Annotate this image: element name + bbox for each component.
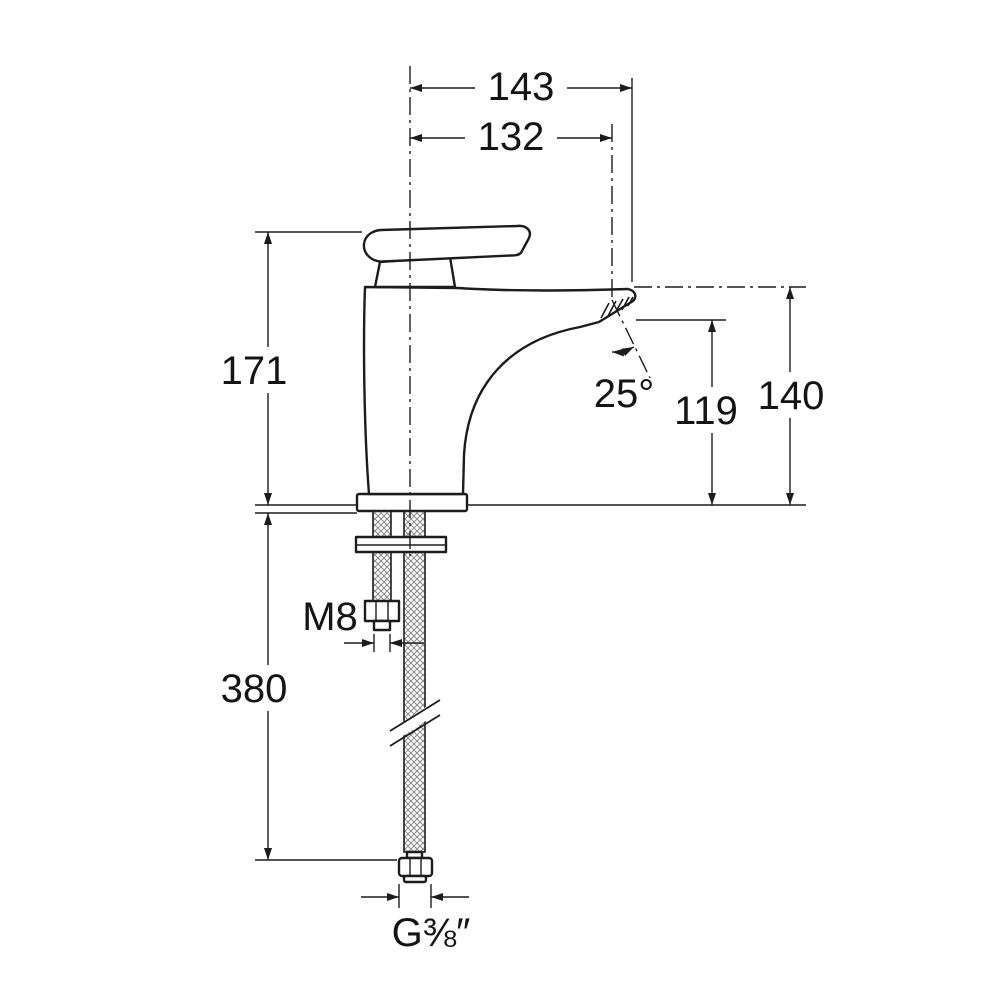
connector-collar (402, 874, 428, 884)
dim-label-hose-length: 380 (221, 667, 288, 711)
hose-break-line (389, 714, 441, 747)
angle-arc-25 (611, 346, 635, 357)
connector-nut (397, 856, 434, 878)
faucet-figure (355, 224, 637, 513)
dim-label-total-projection: 143 (488, 65, 555, 109)
water-stream-centerline (611, 299, 651, 379)
dim-label-stud-thread: M8 (302, 595, 358, 639)
threaded-stud (372, 510, 392, 602)
base-plate (355, 492, 469, 513)
hose-break-mask (392, 699, 438, 743)
extension-ticks-connector (398, 884, 432, 908)
extension-ticks-stud (373, 634, 391, 652)
hose-break (389, 699, 441, 747)
stud-nut (363, 599, 401, 632)
label-bg (208, 347, 300, 393)
extension-lines (255, 78, 806, 908)
supply-hose (403, 510, 426, 853)
label-bg (745, 372, 837, 418)
dim-label-spout-angle: 25° (594, 372, 655, 416)
dim-spout-angle (611, 346, 635, 357)
mounting-washer (354, 535, 448, 554)
dim-label-spout-tip-height: 140 (758, 374, 825, 418)
faucet-body-and-spout (362, 285, 637, 496)
label-backgrounds (208, 63, 837, 711)
dim-label-outlet-height: 119 (674, 389, 738, 433)
dim-label-spout-projection: 132 (478, 115, 545, 159)
hose-break-line (389, 699, 441, 732)
label-bg (465, 113, 557, 159)
mounting-hardware (354, 510, 448, 884)
label-bg (475, 63, 567, 109)
spout-outlet-hatch (600, 296, 634, 319)
dimension-labels: 143 132 171 380 25° 119 140 M8 G⅜″ (221, 65, 825, 955)
label-bg (208, 665, 300, 711)
hose-connector (397, 850, 434, 884)
dim-label-inlet-thread: G⅜″ (392, 911, 471, 955)
dim-label-body-height: 171 (221, 349, 288, 393)
label-bg (660, 387, 752, 433)
handle-lever (362, 224, 531, 263)
centerlines (409, 66, 806, 556)
